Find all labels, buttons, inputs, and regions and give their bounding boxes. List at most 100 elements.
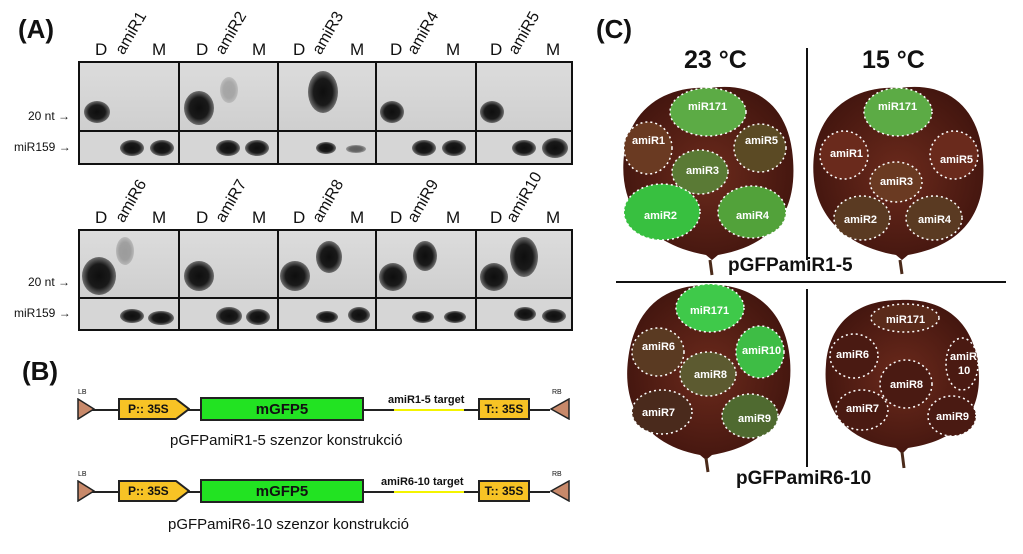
lane-m: M — [252, 40, 267, 59]
lb-label: LB — [78, 471, 87, 478]
marker-20nt-row2: 20 nt → — [28, 275, 70, 289]
leaf-region-label: amiR4 — [918, 214, 952, 226]
northern-blot-row2-bottom — [78, 297, 573, 331]
lb-label: LB — [78, 389, 87, 396]
panel-c-letter: (C) — [596, 14, 633, 44]
lane-mirna-label: amiR6 — [112, 176, 151, 226]
leaf-region-label: amiR2 — [844, 214, 877, 226]
rb-border-icon — [550, 480, 570, 502]
blot-band — [412, 311, 434, 323]
leaf-23c-amir1-5: miR171 amiR1 amiR5 amiR3 amiR2 amiR4 — [623, 86, 794, 276]
leaf-region-label: amiR8 — [890, 379, 923, 391]
lane-d: D — [95, 40, 108, 59]
lane-m: M — [350, 208, 365, 227]
leaf-caption-bottom: pGFPamiR6-10 — [736, 468, 872, 489]
blot-band — [216, 140, 240, 156]
target-segment — [394, 491, 464, 493]
arrow-icon: → — [58, 306, 71, 320]
lane-m: M — [546, 208, 561, 227]
lane-d: D — [293, 208, 306, 227]
blot-band — [512, 140, 536, 156]
lane-d: D — [95, 208, 108, 227]
construct-1-caption: pGFPamiR1-5 szenzor konstrukció — [170, 432, 403, 449]
blot-band — [84, 101, 110, 123]
blot-band — [184, 91, 214, 125]
lane-d: D — [293, 40, 306, 59]
leaf-region-label: amiR7 — [846, 403, 879, 415]
blot-band — [220, 77, 238, 103]
leaf-23c-amir6-10: miR171 amiR6 amiR10 amiR8 amiR7 amiR9 — [627, 283, 791, 473]
blot-band — [542, 309, 566, 323]
blot-band — [82, 257, 116, 295]
lane-mirna-label: amiR10 — [503, 169, 546, 226]
leaf-region-label: amiR9 — [936, 411, 969, 423]
leaf-region-label: amiR6 — [836, 349, 869, 361]
blot-band — [346, 145, 366, 153]
leaf-region-label: amiR5 — [940, 154, 973, 166]
promoter-arrow: P:: 35S — [118, 480, 190, 502]
northern-blot-row1-top — [78, 61, 573, 132]
promoter-arrow: P:: 35S — [118, 398, 190, 420]
leaf-region-label: amiR4 — [736, 210, 770, 222]
lane-mirna-label: amiR8 — [309, 176, 348, 226]
lb-border-icon — [77, 480, 95, 502]
lane-d: D — [490, 208, 503, 227]
lane-mirna-label: amiR1 — [112, 8, 151, 58]
lane-m: M — [350, 40, 365, 59]
leaf-region-label: amiR9 — [738, 413, 771, 425]
blot-band — [184, 261, 214, 291]
leaf-region-label: amiR3 — [686, 165, 719, 177]
blot-band — [245, 140, 269, 156]
blot-band — [148, 311, 174, 325]
marker-20nt-row1: 20 nt → — [28, 109, 70, 123]
marker-mir159-row2: miR159 → — [14, 306, 71, 320]
leaf-region-label: amiR5 — [745, 135, 778, 147]
leaf-caption-top: pGFPamiR1-5 — [728, 255, 853, 276]
lane-mirna-label: amiR3 — [309, 8, 348, 58]
lane-d: D — [196, 208, 209, 227]
lane-m: M — [252, 208, 267, 227]
blot-band — [308, 71, 338, 113]
lane-d: D — [490, 40, 503, 59]
blot-band — [216, 307, 242, 325]
target-segment — [394, 409, 464, 411]
terminator-box: T:: 35S — [478, 398, 530, 420]
marker-mir159-row1: miR159 → — [14, 140, 71, 154]
blot-band — [348, 307, 370, 323]
blot-band — [246, 309, 270, 325]
arrow-icon: → — [58, 275, 71, 289]
blot-band — [510, 237, 538, 277]
blot-band — [316, 241, 342, 273]
divider-horizontal — [616, 281, 1006, 283]
lane-d: D — [390, 40, 403, 59]
leaf-region-label: amiR6 — [642, 341, 675, 353]
marker-mir159-label: miR159 — [14, 306, 56, 320]
blot-band — [480, 263, 508, 291]
construct-2-caption: pGFPamiR6-10 szenzor konstrukció — [168, 516, 409, 533]
lane-mirna-label: amiR5 — [505, 8, 544, 58]
arrow-icon: → — [58, 140, 71, 154]
leaf-15c-amir1-5: miR171 amiR1 amiR5 amiR3 amiR2 amiR4 — [813, 86, 984, 275]
lane-mirna-label: amiR9 — [404, 176, 443, 226]
temp-23c: 23 °C — [684, 46, 747, 74]
promoter-label: P:: 35S — [128, 402, 169, 416]
blot-band — [116, 237, 134, 265]
leaf-region-label: amiR3 — [880, 176, 913, 188]
terminator-box: T:: 35S — [478, 480, 530, 502]
lane-mirna-label: amiR7 — [212, 176, 251, 226]
leaf-region-label: amiR — [950, 351, 977, 363]
marker-20nt-label: 20 nt — [28, 109, 55, 123]
blot-band — [442, 140, 466, 156]
lane-m: M — [446, 40, 461, 59]
target-label: amiR6-10 target — [381, 476, 464, 488]
leaf-region-label: amiR8 — [694, 369, 727, 381]
gfp-box: mGFP5 — [200, 397, 364, 421]
leaf-region-label: 10 — [958, 365, 970, 377]
promoter-label: P:: 35S — [128, 484, 169, 498]
lane-mirna-label: amiR2 — [212, 8, 251, 58]
leaf-region-label: miR171 — [688, 101, 727, 113]
divider-vertical-top — [806, 48, 808, 260]
panel-b-letter: (B) — [22, 356, 59, 386]
blot-band — [150, 140, 174, 156]
northern-blot-row1-bottom — [78, 130, 573, 165]
